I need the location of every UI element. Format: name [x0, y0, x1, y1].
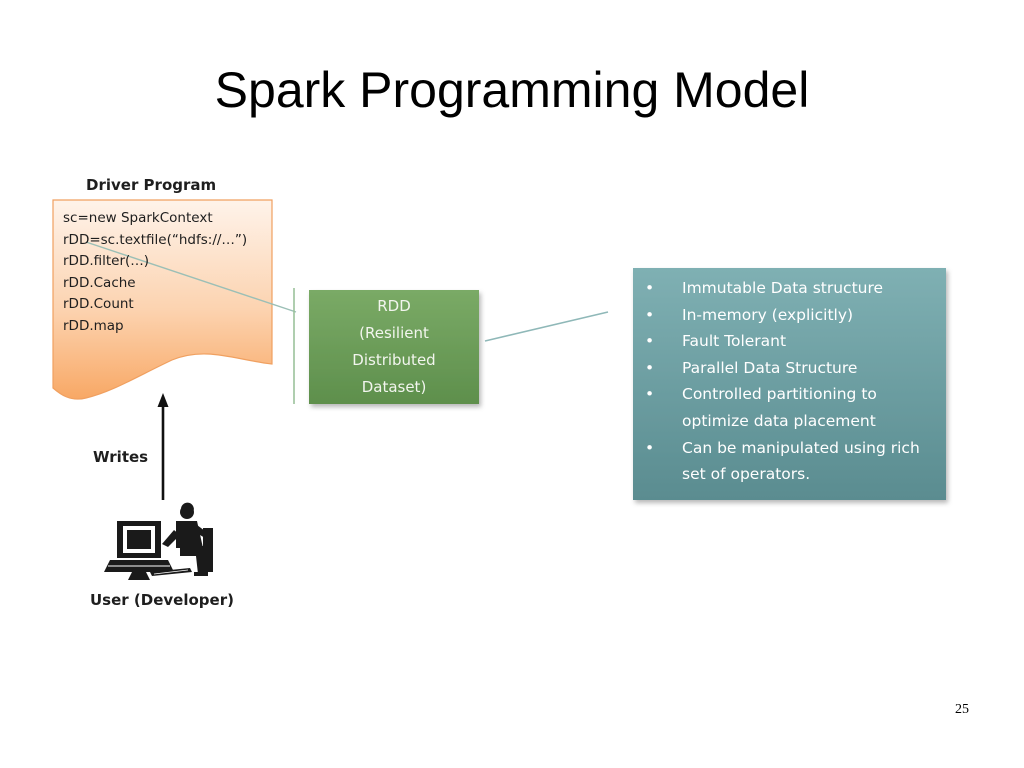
- driver-program-title: Driver Program: [86, 176, 217, 194]
- rdd-to-properties-connector: [484, 311, 609, 342]
- developer-computer-icon: [104, 502, 213, 580]
- property-bullet: Can be manipulated using rich set of ope…: [645, 435, 943, 488]
- property-bullet: Controlled partitioning to optimize data…: [645, 381, 943, 434]
- property-bullet: Immutable Data structure: [645, 275, 943, 302]
- page-number: 25: [955, 702, 969, 717]
- rdd-label-line: (Resilient: [359, 324, 429, 342]
- property-bullet: Parallel Data Structure: [645, 355, 943, 382]
- code-line: rDD.Cache: [63, 274, 136, 291]
- code-line: rDD.map: [63, 317, 124, 334]
- writes-arrow-head: [157, 393, 169, 407]
- rdd-label-line: RDD: [377, 297, 411, 315]
- code-line: rDD.Count: [63, 296, 134, 313]
- rdd-box: [309, 290, 479, 404]
- driver-to-rdd-connector: [85, 241, 297, 313]
- rdd-properties-list: Immutable Data structure In-memory (expl…: [645, 275, 943, 488]
- code-line: sc=new SparkContext: [63, 210, 213, 226]
- code-line: rDD=sc.textfile(“hdfs://…”): [63, 231, 248, 248]
- property-bullet: Fault Tolerant: [645, 328, 943, 355]
- rdd-label-line: Dataset): [361, 378, 427, 396]
- user-developer-label: User (Developer): [90, 591, 234, 609]
- slide-title: Spark Programming Model: [214, 62, 810, 118]
- code-line: rDD.filter(…): [63, 253, 150, 270]
- property-bullet: In-memory (explicitly): [645, 302, 943, 329]
- rdd-label-line: Distributed: [352, 351, 436, 369]
- writes-label: Writes: [93, 448, 149, 466]
- rdd-box-label: RDD (Resilient Distributed Dataset): [309, 293, 479, 401]
- driver-program-code: sc=new SparkContext rDD=sc.textfile(“hdf…: [63, 208, 247, 338]
